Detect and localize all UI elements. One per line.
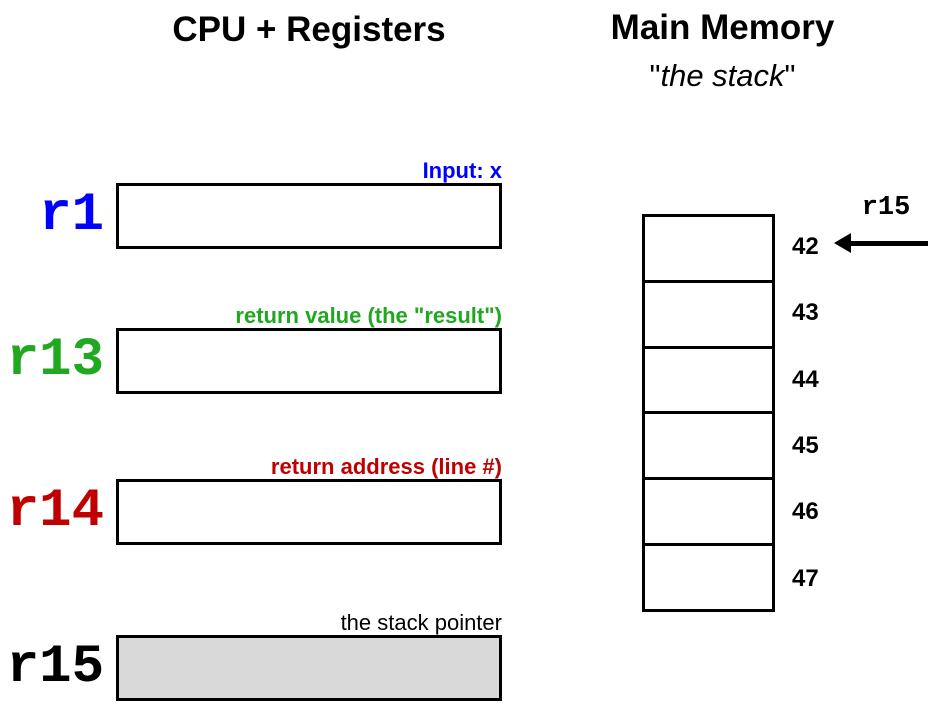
register-r15-row: r15	[0, 635, 502, 701]
register-r13-row: r13	[0, 328, 502, 394]
register-r13-name: r13	[6, 330, 104, 391]
memory-address-column: 42 43 44 45 46 47	[792, 214, 838, 612]
main-memory-title: Main Memory	[610, 8, 835, 47]
memory-address-42: 42	[792, 233, 819, 261]
cpu-registers-title: CPU + Registers	[172, 10, 446, 49]
stack-pointer-arrowhead-icon	[834, 233, 851, 253]
memory-address-46: 46	[792, 498, 819, 526]
register-r13-annotation: return value (the "result")	[235, 303, 502, 328]
memory-cell-46	[645, 480, 772, 547]
subtitle-text: the stack	[660, 58, 785, 93]
register-r15-annotation: the stack pointer	[340, 610, 502, 635]
stack-subtitle: "the stack"	[575, 58, 870, 94]
register-r14-row: r14	[0, 479, 502, 545]
register-r1-row: r1	[0, 183, 502, 249]
subtitle-close-quote: "	[784, 58, 796, 93]
memory-address-44: 44	[792, 365, 819, 393]
register-r1-name: r1	[39, 185, 104, 246]
memory-address-47: 47	[792, 564, 819, 592]
register-r1: Input: x r1	[0, 158, 502, 249]
stack-pointer-arrow-line	[849, 241, 928, 246]
memory-address-45: 45	[792, 432, 819, 460]
memory-cell-43	[645, 283, 772, 349]
register-r14-name: r14	[6, 481, 104, 542]
register-r13-value-box	[116, 328, 502, 394]
register-r15: the stack pointer r15	[0, 610, 502, 701]
memory-cell-45	[645, 414, 772, 481]
memory-cell-44	[645, 349, 772, 415]
memory-cell-47	[645, 546, 772, 609]
register-r15-name: r15	[6, 637, 104, 698]
register-r14-value-box	[116, 479, 502, 545]
memory-address-43: 43	[792, 299, 819, 327]
register-r1-annotation: Input: x	[422, 158, 502, 183]
subtitle-open-quote: "	[649, 58, 661, 93]
register-r1-value-box	[116, 183, 502, 249]
register-r13: return value (the "result") r13	[0, 303, 502, 394]
register-r15-value-box	[116, 635, 502, 701]
register-r14: return address (line #) r14	[0, 454, 502, 545]
memory-cell-42	[645, 217, 772, 283]
register-r14-annotation: return address (line #)	[270, 454, 502, 479]
stack-pointer-label: r15	[861, 193, 911, 223]
stack-memory-column	[642, 214, 775, 612]
